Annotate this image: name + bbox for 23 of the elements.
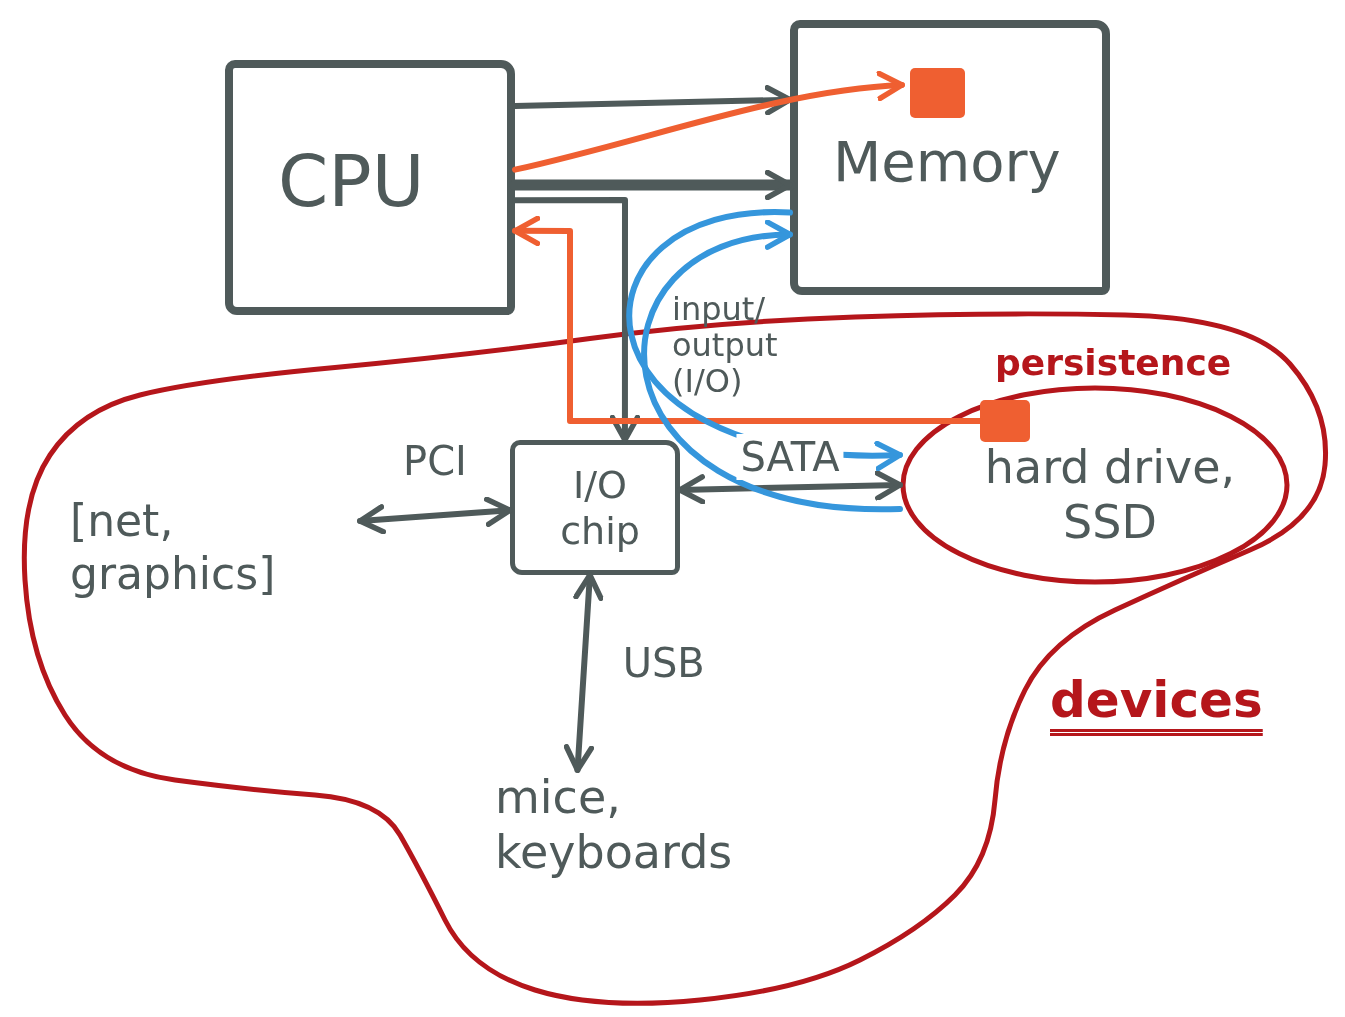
bus-label: input/ output (I/O): [672, 292, 779, 400]
node-label: mice, keyboards: [495, 770, 734, 881]
arrow: [677, 470, 903, 505]
component-box: [510, 440, 680, 575]
node-label: hard drive, SSD: [983, 440, 1237, 551]
arrow: [512, 71, 905, 173]
arrow: [641, 222, 903, 512]
node-label: [net, graphics]: [70, 495, 277, 601]
node-label: devices: [1050, 670, 1264, 730]
arrow: [512, 215, 983, 424]
node-label: I/O chip: [559, 463, 641, 555]
node-label: CPU: [278, 138, 426, 225]
arrow: [512, 85, 793, 116]
node-label: Memory: [833, 128, 1062, 196]
data-block: [980, 400, 1030, 442]
group-heading: persistence: [995, 341, 1233, 385]
arrow: [512, 197, 641, 443]
arrow: [563, 572, 604, 773]
component-box: [225, 60, 515, 315]
arrow: [357, 496, 513, 535]
component-box: [790, 20, 1110, 295]
edge-label: SATA: [736, 434, 844, 481]
data-block: [910, 68, 965, 118]
